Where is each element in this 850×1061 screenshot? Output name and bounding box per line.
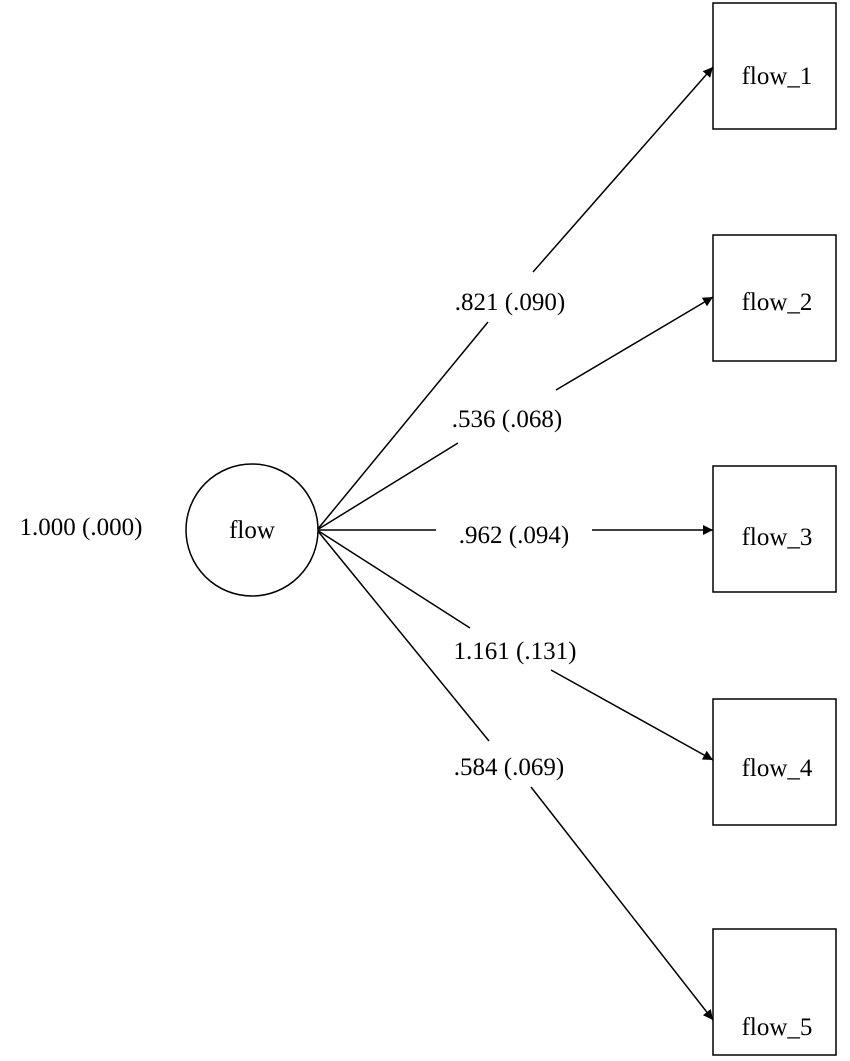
latent-variance-label: 1.000 (.000)	[20, 514, 143, 541]
loading-label-flow_3: .962 (.094)	[459, 522, 569, 549]
indicator-label: flow_1	[742, 63, 813, 90]
latent-label: flow	[229, 517, 275, 544]
loading-label-flow_4: 1.161 (.131)	[454, 638, 577, 665]
loading-label-flow_1: .821 (.090)	[455, 289, 565, 316]
path-line-flow_2-segment-a	[316, 442, 459, 531]
path-line-flow_1-segment-a	[316, 321, 489, 531]
path-line-flow_5-segment-a	[316, 529, 490, 742]
path-line-flow_1-segment-b	[532, 66, 714, 273]
loading-label-flow_5: .584 (.069)	[454, 754, 564, 781]
indicator-box-flow_4: flow_4	[712, 698, 837, 826]
indicator-box-flow_3: flow_3	[712, 465, 837, 593]
indicator-label: flow_3	[742, 524, 813, 551]
indicator-box-flow_5: flow_5	[712, 928, 837, 1056]
path-line-flow_4-segment-b	[550, 669, 714, 761]
path-line-flow_2-segment-b	[555, 296, 714, 391]
latent-node: flow	[185, 463, 319, 597]
indicator-label: flow_2	[742, 289, 813, 316]
indicator-label: flow_5	[742, 1014, 813, 1041]
loading-label-flow_2: .536 (.068)	[452, 406, 562, 433]
indicator-box-flow_2: flow_2	[712, 234, 837, 362]
path-line-flow_5-segment-b	[530, 786, 714, 1021]
indicator-label: flow_4	[742, 755, 813, 782]
indicator-box-flow_1: flow_1	[712, 2, 837, 130]
path-line-flow_4-segment-a	[316, 529, 471, 629]
latent-circle	[185, 463, 319, 597]
